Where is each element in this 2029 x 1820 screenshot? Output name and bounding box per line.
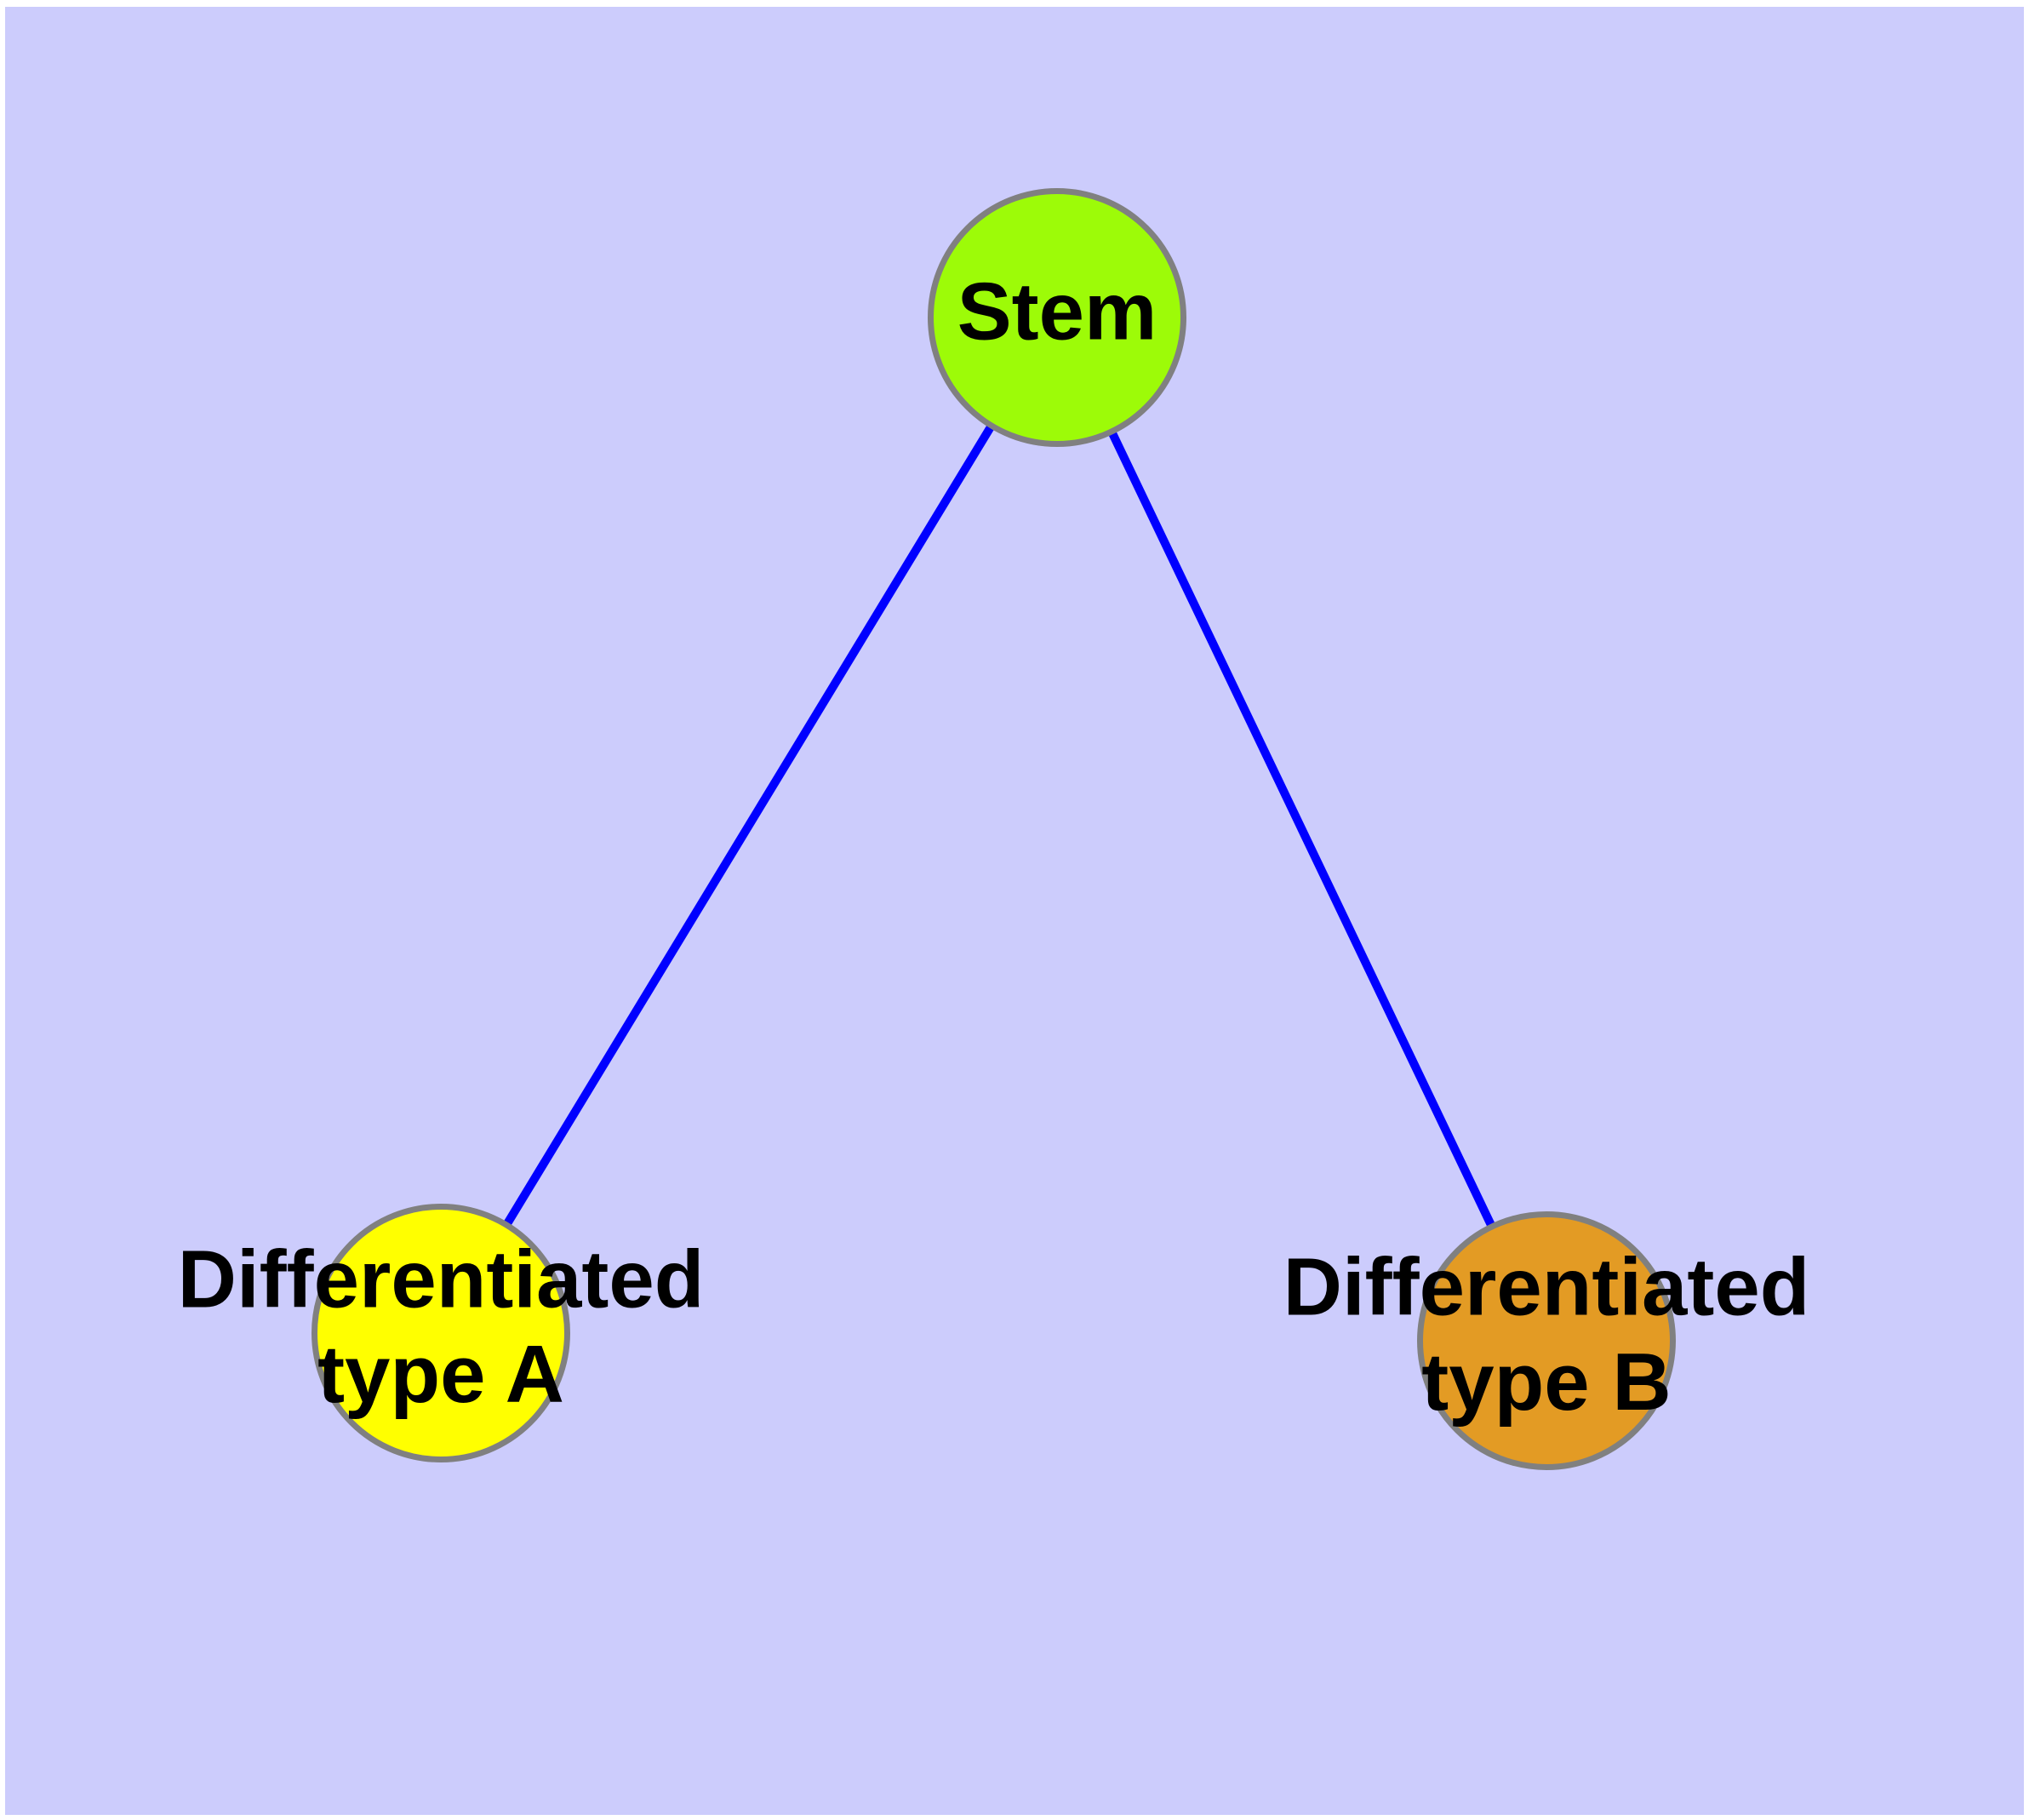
edge-layer	[501, 421, 1497, 1231]
node-label-stem-line-1: Stem	[957, 266, 1157, 357]
node-circle-stem[interactable]	[928, 188, 1186, 447]
node-circle-diff_a[interactable]	[311, 1204, 570, 1462]
node-label-diff_b-line-2: type B	[1421, 1336, 1671, 1428]
graph-node-stem[interactable]: Stem	[928, 188, 1186, 447]
node-label-diff_a-line-2: type A	[317, 1329, 564, 1420]
node-label-diff_a-line-1: Differentiated	[178, 1234, 705, 1325]
node-label-diff_b-line-1: Differentiated	[1283, 1242, 1810, 1333]
node-circle-diff_b[interactable]	[1417, 1211, 1676, 1470]
graph-edge-stem-to-diff_b	[1106, 427, 1497, 1231]
graph-edge-stem-to-diff_a	[501, 421, 997, 1229]
